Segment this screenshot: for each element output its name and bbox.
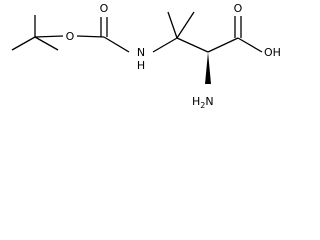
amine-n: N	[205, 95, 213, 108]
bond-carbonyl-to-nitrogen	[103, 36, 130, 53]
bond-ester-oxygen-to-carbonyl	[76, 35, 105, 38]
bond-quaternary-methyl-1	[167, 11, 178, 39]
bond-tbutyl-to-ester-oxygen	[34, 35, 64, 38]
carbamate-carbonyl-oxygen-label: O	[100, 2, 109, 15]
bond-tbutyl-left-methyl	[11, 36, 36, 51]
amine-subscript: 2	[200, 101, 205, 110]
amine-h: H	[192, 95, 200, 108]
carboxyl-oxygen-label: O	[234, 2, 243, 15]
bond-carboxyl-to-hydroxyl	[237, 37, 263, 53]
molecule-structure-diagram: O O N H O OH H2N	[11, 2, 281, 110]
wedge-bond-alpha-to-amine	[205, 52, 211, 84]
bond-quaternary-methyl-2	[176, 11, 195, 39]
amide-nitrogen-h-label: H	[137, 59, 145, 72]
hydroxyl-label: OH	[264, 46, 281, 59]
ester-oxygen-label: O	[66, 30, 75, 43]
bond-tbutyl-bottom-methyl	[34, 36, 59, 51]
amine-label: H2N	[192, 95, 214, 110]
bond-alpha-to-carboxyl-carbon	[207, 37, 239, 53]
bond-quaternary-to-alpha-carbon	[176, 37, 209, 53]
bond-nitrogen-to-quaternary-carbon	[152, 37, 178, 53]
amide-nitrogen-n-label: N	[137, 46, 145, 59]
